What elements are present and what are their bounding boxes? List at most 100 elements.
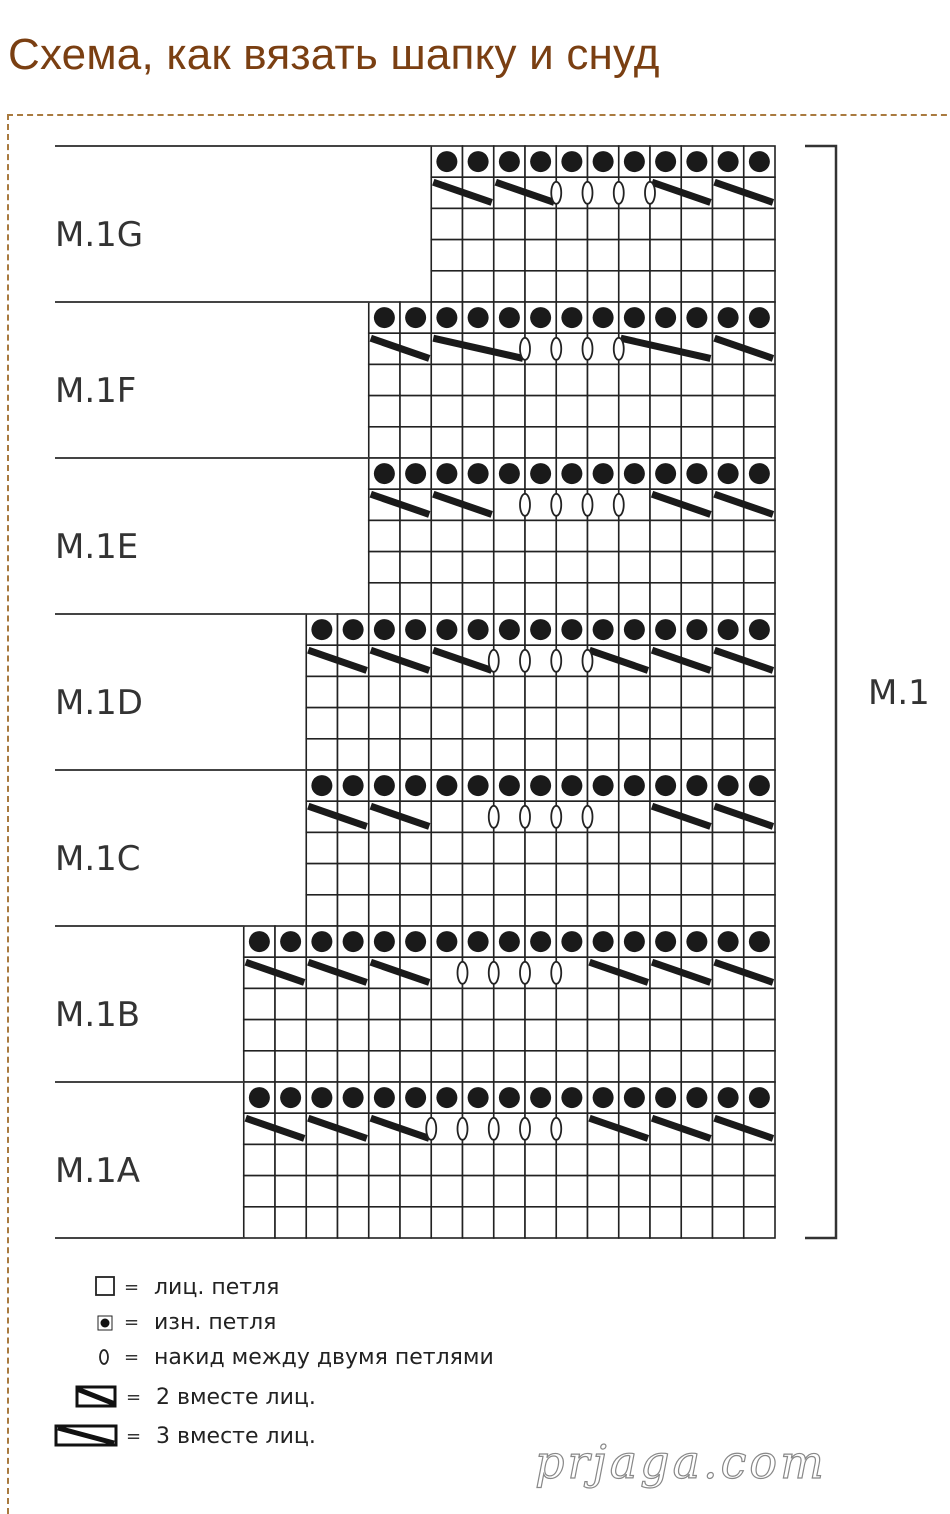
knit-cell xyxy=(649,737,683,771)
purl-dot xyxy=(467,151,489,173)
section-label: M.1F xyxy=(55,371,136,411)
knit-cell xyxy=(680,1050,714,1083)
group-bracket xyxy=(805,144,838,1240)
knit-cell xyxy=(586,862,620,896)
knit-cell xyxy=(555,1206,589,1239)
knit-cell xyxy=(555,207,589,241)
knit-cell xyxy=(367,519,401,553)
knit-cell xyxy=(617,519,651,553)
knit-cell xyxy=(524,987,558,1021)
knit-cell xyxy=(742,207,776,241)
purl-dot xyxy=(717,151,739,173)
knit-cell xyxy=(711,269,745,303)
knit-cell xyxy=(742,706,776,740)
legend-text: изн. петля xyxy=(154,1310,276,1335)
knit-cell xyxy=(586,737,620,771)
purl-dot xyxy=(561,931,583,953)
knit-cell xyxy=(649,987,683,1021)
knit-cell xyxy=(492,1174,526,1208)
knit-cell xyxy=(399,737,433,771)
knit-cell xyxy=(367,1018,401,1052)
knit-cell xyxy=(399,363,433,397)
purl-dot xyxy=(623,1087,645,1109)
knit-cell xyxy=(649,394,683,428)
purl-dot xyxy=(373,463,395,485)
yarnover-mark xyxy=(550,180,563,205)
knit-cell xyxy=(367,425,401,459)
knit-cell xyxy=(617,675,651,709)
purl-dot xyxy=(436,1087,458,1109)
knit-cell xyxy=(367,862,401,896)
yarnover-mark xyxy=(487,648,500,673)
knit-cell xyxy=(586,363,620,397)
legend-text: накид между двумя петлями xyxy=(154,1345,494,1370)
knit-cell xyxy=(649,831,683,865)
knit-cell xyxy=(524,675,558,709)
knit-cell xyxy=(305,831,339,865)
knit-cell xyxy=(336,893,370,927)
knit-cell xyxy=(399,987,433,1021)
knit-cell xyxy=(742,737,776,771)
knit-cell xyxy=(742,987,776,1021)
knit-cell xyxy=(399,1143,433,1177)
purl-dot xyxy=(623,463,645,485)
knit-cell xyxy=(617,550,651,584)
purl-dot xyxy=(498,931,520,953)
knit-cell xyxy=(711,1206,745,1239)
knit-cell xyxy=(461,1206,495,1239)
purl-dot xyxy=(717,775,739,797)
purl-dot xyxy=(748,619,770,641)
knit-cell xyxy=(711,207,745,241)
purl-dot xyxy=(686,151,708,173)
purl-dot xyxy=(686,463,708,485)
knit-cell xyxy=(617,706,651,740)
purl-dot xyxy=(248,931,270,953)
knit-cell xyxy=(617,238,651,272)
purl-dot xyxy=(405,1087,427,1109)
knit-cell xyxy=(586,238,620,272)
purl-dot xyxy=(467,619,489,641)
knit-cell xyxy=(430,425,464,459)
knit-cell xyxy=(461,581,495,615)
knit-cell xyxy=(617,207,651,241)
knit-cell xyxy=(399,1206,433,1239)
knit-cell xyxy=(461,862,495,896)
knit-cell xyxy=(617,394,651,428)
watermark: prjaga.com xyxy=(535,1435,827,1489)
knit-cell xyxy=(742,1050,776,1083)
knit-cell xyxy=(430,363,464,397)
decrease-mark xyxy=(369,646,431,674)
knit-cell xyxy=(586,581,620,615)
knit-cell xyxy=(336,1018,370,1052)
yarnover-mark xyxy=(487,960,500,985)
knit-cell xyxy=(461,269,495,303)
purl-dot xyxy=(717,463,739,485)
knit-cell xyxy=(586,893,620,927)
knit-cell xyxy=(399,706,433,740)
knit-cell xyxy=(461,550,495,584)
knit-cell xyxy=(742,581,776,615)
knit-cell xyxy=(649,269,683,303)
knit-cell xyxy=(711,550,745,584)
knit-cell xyxy=(555,862,589,896)
knit-cell xyxy=(680,581,714,615)
purl-dot xyxy=(405,775,427,797)
purl-dot xyxy=(623,151,645,173)
knit-cell xyxy=(649,207,683,241)
knit-cell xyxy=(430,1018,464,1052)
knit-cell xyxy=(680,987,714,1021)
yarnover-mark xyxy=(550,960,563,985)
purl-dot xyxy=(655,151,677,173)
knit-cell xyxy=(399,1018,433,1052)
knit-cell xyxy=(617,363,651,397)
knit-cell xyxy=(492,706,526,740)
knit-cell xyxy=(367,581,401,615)
yarnover-mark xyxy=(581,180,594,205)
knit-cell xyxy=(305,675,339,709)
knit-cell xyxy=(492,893,526,927)
purl-dot xyxy=(623,307,645,329)
knit-cell xyxy=(524,269,558,303)
knit-cell xyxy=(711,706,745,740)
purl-dot xyxy=(405,619,427,641)
purl-dot xyxy=(561,619,583,641)
